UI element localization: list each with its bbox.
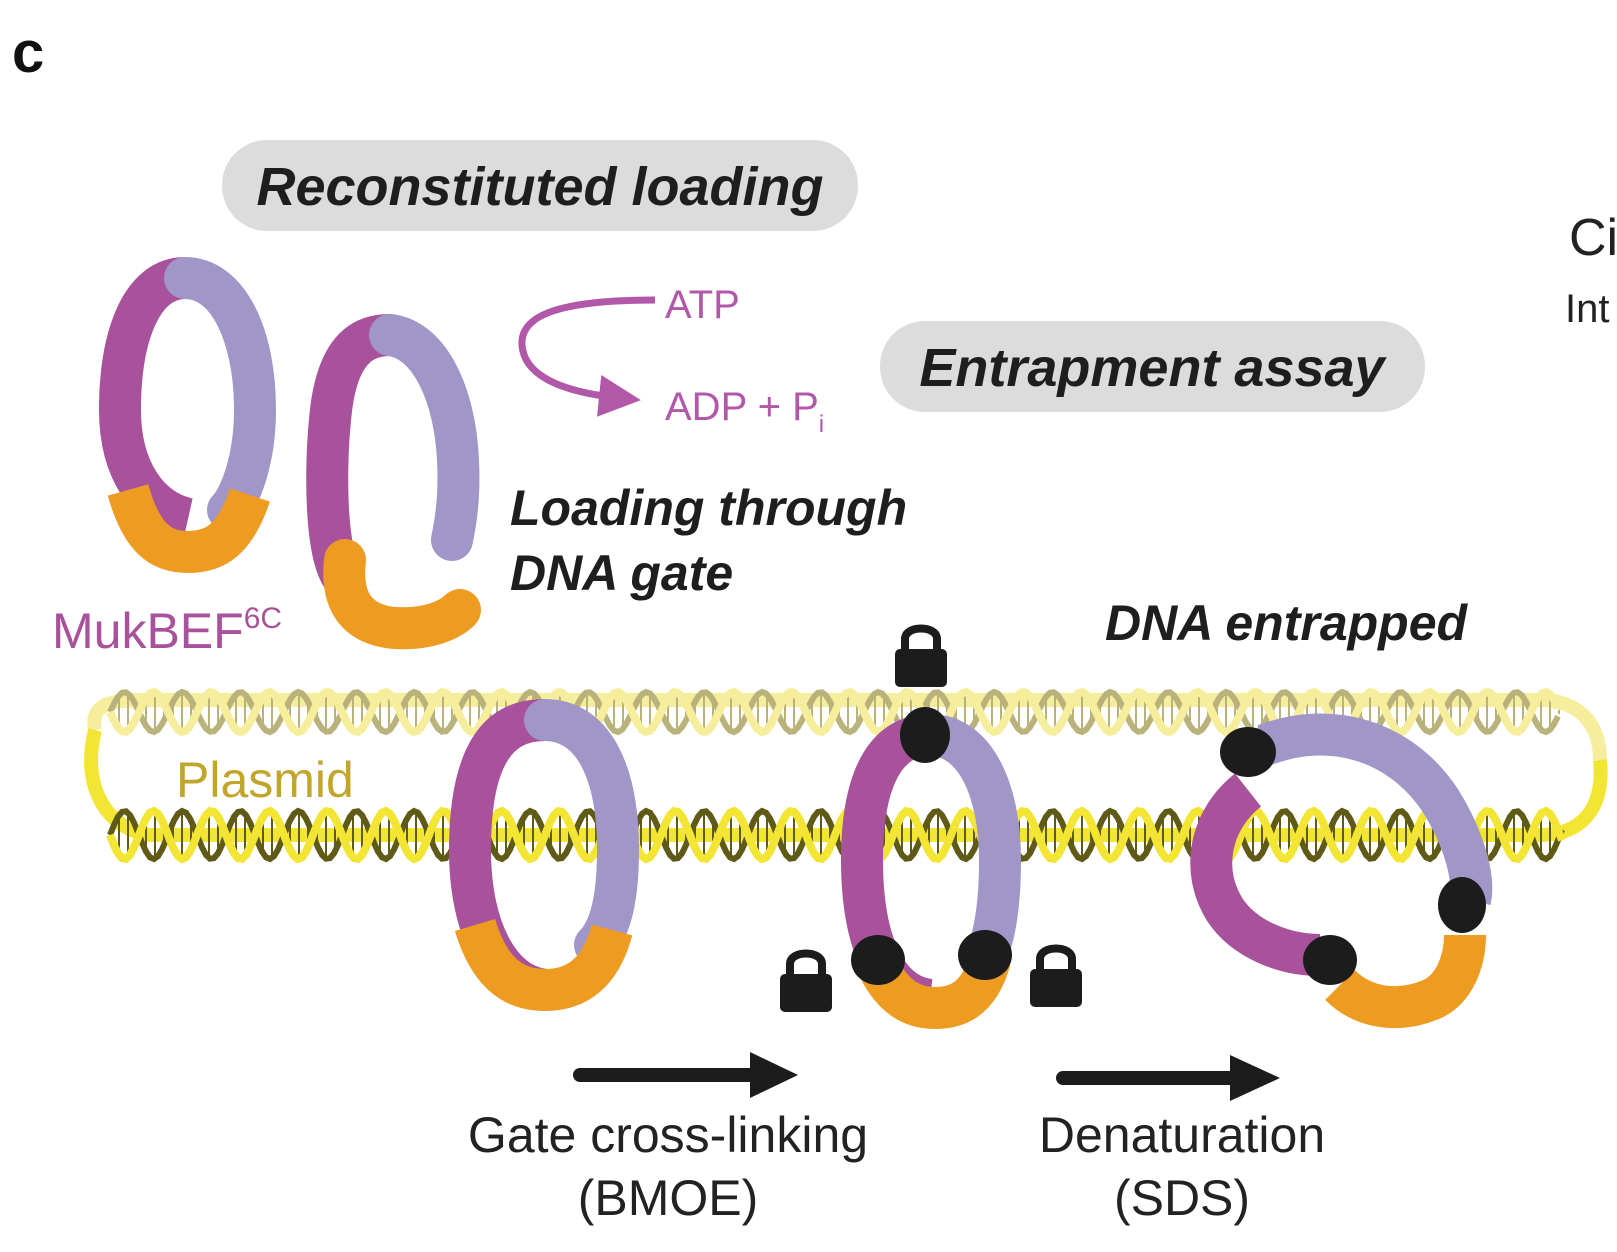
adp-label-subscript: i (819, 411, 824, 438)
reconstituted-loading-pill: Reconstituted loading (222, 140, 858, 231)
crosslink-top (900, 707, 950, 763)
crosslink-bottom-right (958, 930, 1012, 980)
mukbef-ring-loaded (448, 699, 640, 1012)
entrapment-assay-pill: Entrapment assay (880, 321, 1425, 412)
loading-text-line2: DNA gate (510, 545, 733, 601)
atp-label: ATP (665, 283, 740, 327)
step1-label-line1: Gate cross-linking (468, 1107, 868, 1163)
mukbef-ring-open (306, 314, 481, 650)
circular-arrow-icon (518, 296, 656, 417)
step2-label-line1: Denaturation (1039, 1107, 1325, 1163)
reconstituted-loading-label: Reconstituted loading (257, 157, 824, 217)
mukbef-ring-denatured (1190, 713, 1493, 1029)
crosslink-denatured-1 (1220, 727, 1276, 777)
dna-entrapped-label: DNA entrapped (1105, 595, 1469, 651)
mukbef-label: MukBEF6C (52, 602, 282, 659)
helix-strand (106, 687, 1562, 737)
right-arrow-icon (573, 1052, 798, 1098)
crosslink-bottom-left (851, 935, 905, 985)
step1-label-line2: (BMOE) (578, 1170, 759, 1226)
entrapment-assay-label: Entrapment assay (919, 338, 1387, 398)
crosslink-denatured-3 (1303, 935, 1357, 985)
mukbef-label-superscript: 6C (244, 602, 282, 635)
step2-label-line2: (SDS) (1114, 1170, 1250, 1226)
lock-icon (895, 624, 947, 687)
mukbef-label-main: MukBEF (52, 603, 244, 659)
plasmid-label: Plasmid (176, 752, 354, 808)
lock-icon (780, 949, 832, 1012)
mukbef-ring-closed (98, 257, 277, 574)
cut-off-subheading: Int (1565, 287, 1609, 331)
mukbef-ring-crosslinked (840, 707, 1022, 1030)
panel-label: c (12, 20, 44, 85)
lock-icon (1030, 944, 1082, 1007)
right-arrow-icon (1056, 1055, 1280, 1101)
adp-label: ADP + Pi (665, 385, 824, 438)
adp-label-main: ADP + P (665, 385, 819, 429)
helix-strand (106, 806, 1566, 864)
crosslink-denatured-2 (1438, 877, 1486, 933)
cut-off-heading: Ci (1569, 209, 1617, 267)
plasmid-front-strand (84, 728, 1608, 842)
loading-text-line1: Loading through (510, 480, 907, 536)
